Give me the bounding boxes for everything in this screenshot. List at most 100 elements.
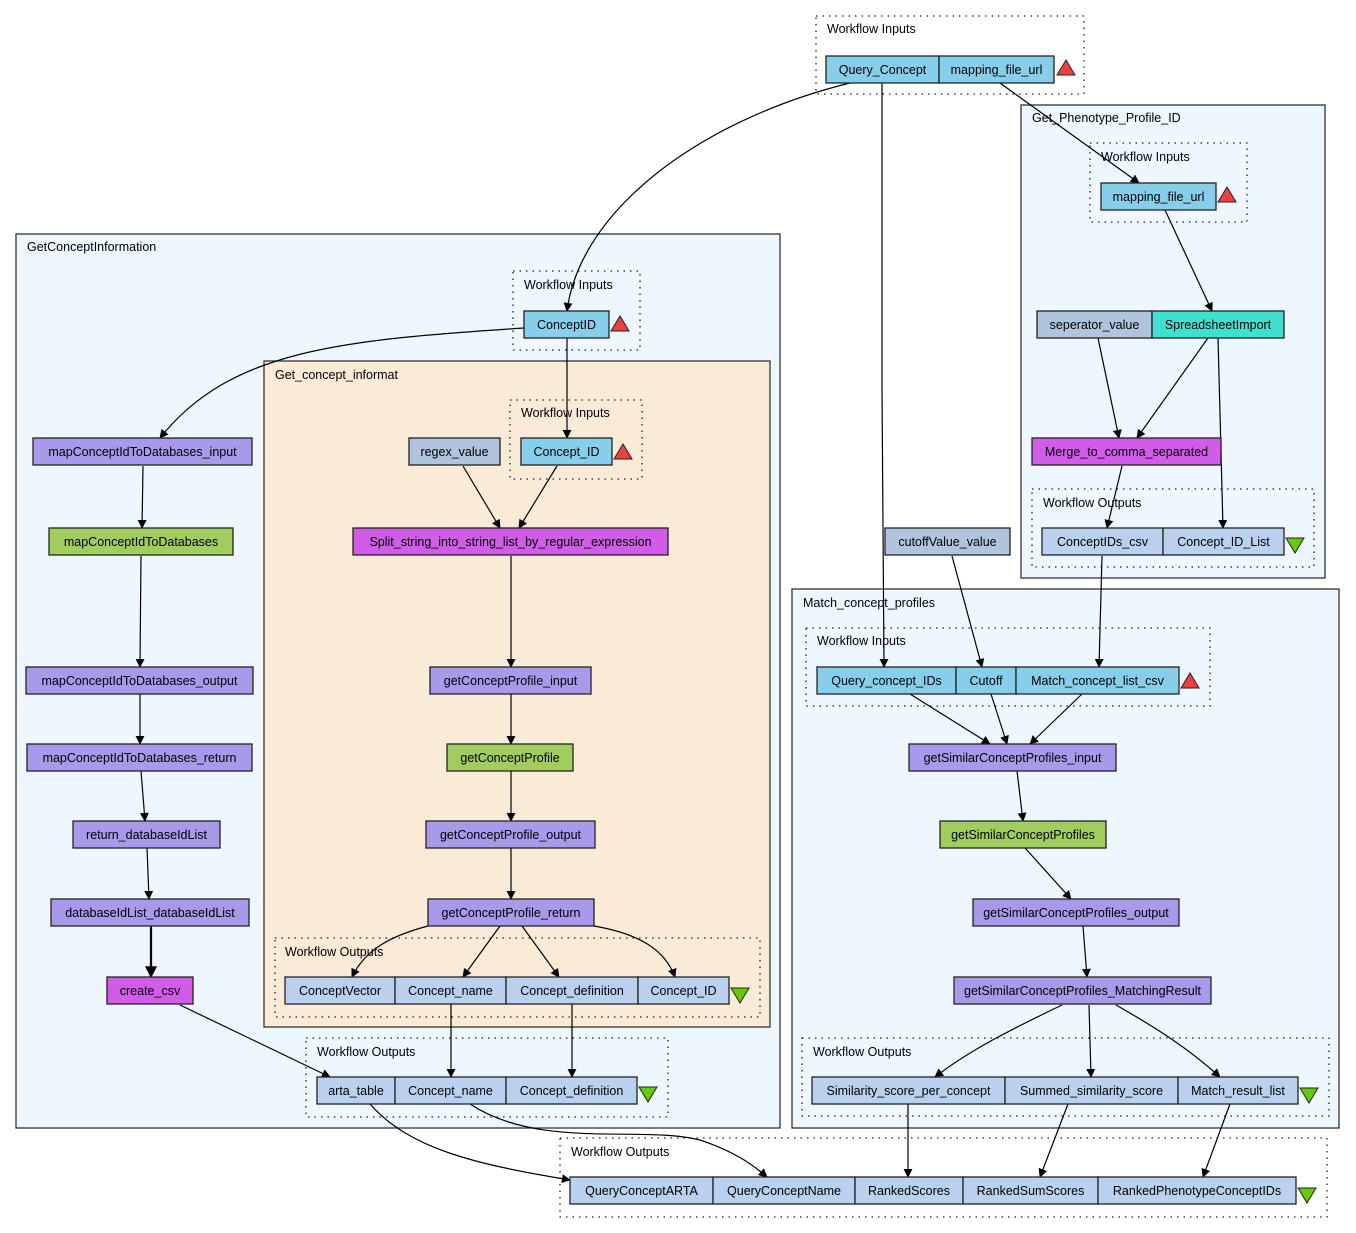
output-port-ranked-scores[interactable]: RankedScores <box>854 1176 964 1205</box>
input-port-cutoff[interactable]: Cutoff <box>955 666 1017 695</box>
node-box[interactable] <box>854 1176 964 1205</box>
group-phenotype-workflow-inputs: Workflow Inputs <box>1089 142 1248 223</box>
node-box[interactable] <box>446 743 574 772</box>
node-box[interactable] <box>50 898 250 927</box>
processor-map-concept-id-to-databases-output[interactable]: mapConceptIdToDatabases_output <box>25 666 254 695</box>
output-port-concept-id-list[interactable]: Concept_ID_List <box>1162 527 1285 556</box>
input-port-mapping-file-url[interactable]: mapping_file_url <box>1100 182 1217 211</box>
node-label: mapping_file_url <box>951 63 1043 77</box>
constant-cutoff-value-value[interactable]: cutoffValue_value <box>884 527 1011 556</box>
output-port-query-concept-arta[interactable]: QueryConceptARTA <box>569 1176 714 1205</box>
node-box[interactable] <box>816 666 957 695</box>
output-port-concept-ids-csv[interactable]: ConceptIDs_csv <box>1041 527 1164 556</box>
processor-spreadsheet-import[interactable]: SpreadsheetImport <box>1151 310 1285 339</box>
processor-get-similar-concept-profiles-input[interactable]: getSimilarConceptProfiles_input <box>908 743 1117 772</box>
output-port-concept-name[interactable]: Concept_name <box>394 976 507 1005</box>
node-box[interactable] <box>569 1176 714 1205</box>
output-port-match-result-list[interactable]: Match_result_list <box>1177 1076 1299 1105</box>
node-label: QueryConceptName <box>727 1184 841 1198</box>
processor-return-database-id-list[interactable]: return_databaseIdList <box>72 820 221 849</box>
processor-get-concept-profile-input[interactable]: getConceptProfile_input <box>429 666 592 695</box>
output-port-concept-definition[interactable]: Concept_definition <box>505 1076 638 1105</box>
input-port-match-concept-list-csv[interactable]: Match_concept_list_csv <box>1015 666 1180 695</box>
node-box[interactable] <box>26 743 253 772</box>
processor-merge-to-comma-separated[interactable]: Merge_to_comma_separated <box>1031 437 1222 466</box>
node-box[interactable] <box>48 527 234 556</box>
processor-get-similar-concept-profiles-matching-result[interactable]: getSimilarConceptProfiles_MatchingResult <box>953 976 1212 1005</box>
processor-map-concept-id-to-databases-input[interactable]: mapConceptIdToDatabases_input <box>32 437 253 466</box>
constant-regex-value[interactable]: regex_value <box>408 437 501 466</box>
input-port-query-concept-ids[interactable]: Query_concept_IDs <box>816 666 957 695</box>
output-port-similarity-score-per-concept[interactable]: Similarity_score_per_concept <box>811 1076 1006 1105</box>
processor-get-concept-profile-output[interactable]: getConceptProfile_output <box>425 820 596 849</box>
output-port-concept-definition[interactable]: Concept_definition <box>505 976 639 1005</box>
node-box[interactable] <box>425 820 596 849</box>
input-port-triangle-icon <box>610 315 630 332</box>
node-box[interactable] <box>520 437 613 466</box>
node-box[interactable] <box>427 898 595 927</box>
output-port-ranked-phenotype-concept-ids[interactable]: RankedPhenotypeConceptIDs <box>1097 1176 1297 1205</box>
output-port-arta-table[interactable]: arta_table <box>316 1076 396 1105</box>
node-box[interactable] <box>938 55 1055 84</box>
node-box[interactable] <box>394 976 507 1005</box>
node-box[interactable] <box>811 1076 1006 1105</box>
node-box[interactable] <box>908 743 1117 772</box>
group-gci-workflow-inputs: Workflow Inputs <box>512 270 641 351</box>
node-box[interactable] <box>1041 527 1164 556</box>
node-box[interactable] <box>408 437 501 466</box>
node-box[interactable] <box>429 666 592 695</box>
node-label: Match_concept_list_csv <box>1031 674 1164 688</box>
node-box[interactable] <box>523 310 610 339</box>
processor-map-concept-id-to-databases-return[interactable]: mapConceptIdToDatabases_return <box>26 743 253 772</box>
node-box[interactable] <box>32 437 253 466</box>
node-box[interactable] <box>316 1076 396 1105</box>
output-port-concept-vector[interactable]: ConceptVector <box>284 976 396 1005</box>
node-box[interactable] <box>394 1076 507 1105</box>
processor-get-concept-profile[interactable]: getConceptProfile <box>446 743 574 772</box>
input-port-query-concept[interactable]: Query_Concept <box>825 55 940 84</box>
input-port-concept-id[interactable]: Concept_ID <box>520 437 613 466</box>
processor-database-id-list-database-id-list[interactable]: databaseIdList_databaseIdList <box>50 898 250 927</box>
node-box[interactable] <box>955 666 1017 695</box>
edge-map-return-to-return-list <box>139 770 149 822</box>
processor-create-csv[interactable]: create_csv <box>106 976 194 1005</box>
node-box[interactable] <box>1015 666 1180 695</box>
node-box[interactable] <box>1151 310 1285 339</box>
processor-get-similar-concept-profiles[interactable]: getSimilarConceptProfiles <box>939 820 1107 849</box>
node-box[interactable] <box>1097 1176 1297 1205</box>
output-port-summed-similarity-score[interactable]: Summed_similarity_score <box>1004 1076 1179 1105</box>
node-box[interactable] <box>962 1176 1099 1205</box>
input-port-mapping-file-url[interactable]: mapping_file_url <box>938 55 1055 84</box>
node-box[interactable] <box>106 976 194 1005</box>
node-box[interactable] <box>505 976 639 1005</box>
node-box[interactable] <box>25 666 254 695</box>
node-box[interactable] <box>825 55 940 84</box>
node-box[interactable] <box>505 1076 638 1105</box>
node-box[interactable] <box>972 898 1180 927</box>
output-port-query-concept-name[interactable]: QueryConceptName <box>712 1176 856 1205</box>
node-box[interactable] <box>1031 437 1222 466</box>
node-box[interactable] <box>352 527 669 556</box>
node-box[interactable] <box>884 527 1011 556</box>
node-box[interactable] <box>1162 527 1285 556</box>
node-box[interactable] <box>284 976 396 1005</box>
node-box[interactable] <box>1100 182 1217 211</box>
processor-split-string-into-string-list-by-regular-expression[interactable]: Split_string_into_string_list_by_regular… <box>352 527 669 556</box>
node-label: cutoffValue_value <box>898 535 996 549</box>
processor-get-concept-profile-return[interactable]: getConceptProfile_return <box>427 898 595 927</box>
output-port-concept-name[interactable]: Concept_name <box>394 1076 507 1105</box>
output-port-ranked-sum-scores[interactable]: RankedSumScores <box>962 1176 1099 1205</box>
node-box[interactable] <box>1177 1076 1299 1105</box>
node-box[interactable] <box>72 820 221 849</box>
processor-map-concept-id-to-databases[interactable]: mapConceptIdToDatabases <box>48 527 234 556</box>
node-box[interactable] <box>1036 310 1153 339</box>
processor-get-similar-concept-profiles-output[interactable]: getSimilarConceptProfiles_output <box>972 898 1180 927</box>
constant-seperator-value[interactable]: seperator_value <box>1036 310 1153 339</box>
node-box[interactable] <box>953 976 1212 1005</box>
input-port-concept-id[interactable]: ConceptID <box>523 310 610 339</box>
node-box[interactable] <box>1004 1076 1179 1105</box>
output-port-triangle-icon <box>1299 1087 1319 1104</box>
node-box[interactable] <box>939 820 1107 849</box>
output-port-concept-id[interactable]: Concept_ID <box>637 976 730 1005</box>
node-box[interactable] <box>637 976 730 1005</box>
